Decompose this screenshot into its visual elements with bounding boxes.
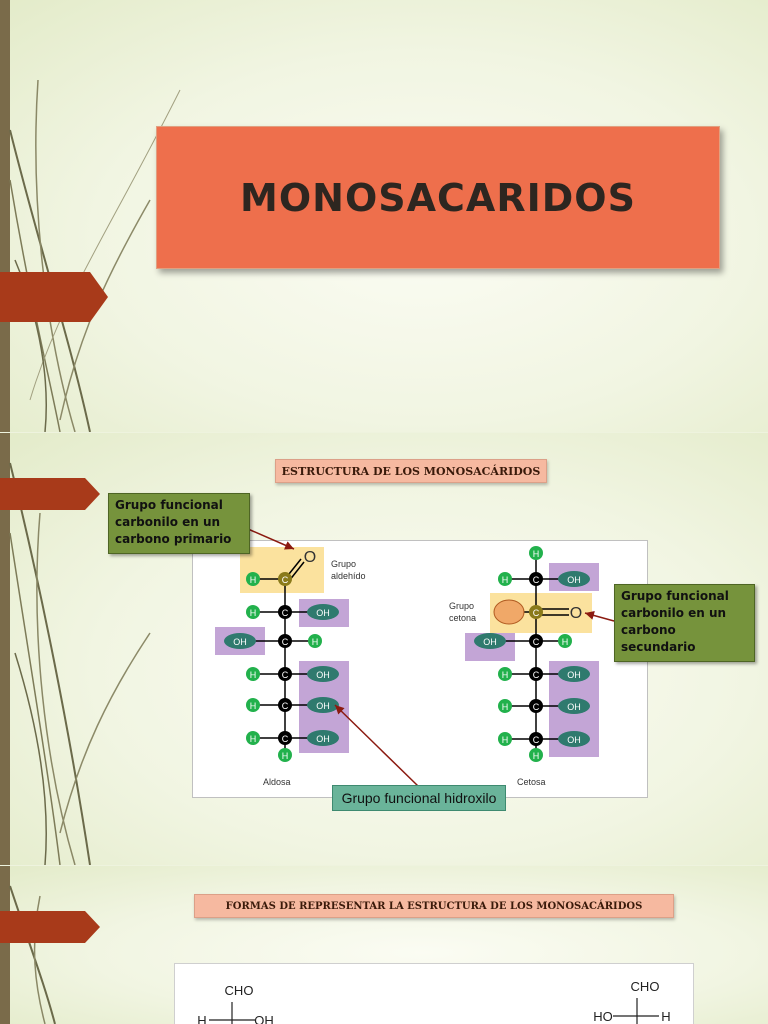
callout-arrows [247,528,615,787]
atom-h: H [250,734,257,744]
aldehyde-label-2: aldehído [331,571,366,581]
ketone-oval [493,599,525,625]
red-tab-shape [0,272,108,322]
atom-c: C [533,637,540,647]
molecule-svg: H C O H C OH OH C H H C OH H C OH H C OH… [215,546,599,787]
callout-secondary-carbonyl: Grupo funcional carbonilo en un carbono … [614,584,755,662]
atom-h: H [250,608,257,618]
callout-primary-carbonyl: Grupo funcional carbonilo en un carbono … [108,493,250,554]
atom-h: H [502,670,509,680]
slide-title-text: MONOSACARIDOS [240,175,636,220]
atom-c: C [282,734,289,744]
left-bar [0,866,10,1024]
right-cho: CHO [631,979,660,994]
callout-line: secundario [621,640,696,654]
representations-heading: FORMAS DE REPRESENTAR LA ESTRUCTURA DE L… [194,894,674,918]
atom-o: O [304,549,316,566]
atom-c: C [533,735,540,745]
atom-h: H [502,575,509,585]
callout-line: carbono [621,623,676,637]
left-cho: CHO [225,983,254,998]
title-box: MONOSACARIDOS [156,126,720,269]
atom-c: C [533,608,540,618]
left-h: H [197,1013,206,1024]
monosaccharide-diagram: H C O H C OH OH C H H C OH H C OH H C OH… [192,540,648,798]
atom-h: H [502,702,509,712]
group-oh: OH [316,734,330,744]
atom-h: H [502,735,509,745]
atom-c: C [282,637,289,647]
atom-h: H [282,751,289,761]
atom-c: C [533,670,540,680]
group-oh: OH [316,701,330,711]
ketone-label-1: Grupo [449,601,474,611]
left-bar [0,433,10,865]
atom-c: C [282,701,289,711]
right-h: H [661,1009,670,1024]
decorative-leaves [9,885,56,1024]
fischer-projections-box: CHO H OH CHO HO H [174,963,694,1024]
fischer-svg: CHO H OH CHO HO H [197,979,671,1024]
group-oh: OH [567,702,581,712]
group-oh: OH [316,608,330,618]
group-oh: OH [233,637,247,647]
callout-line: Grupo funcional [621,589,729,603]
group-oh: OH [567,670,581,680]
callout-line: Grupo funcional [115,498,223,512]
callout-line: carbonilo en un [115,515,221,529]
left-bar [0,0,10,432]
atom-c: C [533,575,540,585]
ketose-label: Cetosa [517,777,546,787]
slide-representations: FORMAS DE REPRESENTAR LA ESTRUCTURA DE L… [0,866,768,1024]
group-oh: OH [567,735,581,745]
structure-heading: ESTRUCTURA DE LOS MONOSACÁRIDOS [275,459,547,483]
decorative-leaves [9,462,151,865]
red-tab-shape [0,478,100,510]
atom-o: O [570,605,582,622]
atom-h: H [312,637,319,647]
atom-c: C [282,608,289,618]
group-oh: OH [483,637,497,647]
callout-line: carbono primario [115,532,232,546]
atom-h: H [250,701,257,711]
callout-line: carbonilo en un [621,606,727,620]
atom-h: H [533,751,540,761]
slide-structure: ESTRUCTURA DE LOS MONOSACÁRIDOS [0,433,768,865]
group-oh: OH [567,575,581,585]
right-ho: HO [593,1009,613,1024]
aldehyde-label-1: Grupo [331,559,356,569]
atom-h: H [250,670,257,680]
callout-hydroxyl: Grupo funcional hidroxilo [332,785,506,811]
atom-h: H [562,637,569,647]
atom-c: C [282,670,289,680]
group-oh: OH [316,670,330,680]
atom-h: H [250,575,257,585]
atom-c: C [533,702,540,712]
aldose-label: Aldosa [263,777,291,787]
atom-h: H [533,549,540,559]
ketone-label-2: cetona [449,613,476,623]
red-tab-shape [0,911,100,943]
atom-c: C [282,575,289,585]
left-oh: OH [254,1013,274,1024]
slide-title: MONOSACARIDOS [0,0,768,432]
